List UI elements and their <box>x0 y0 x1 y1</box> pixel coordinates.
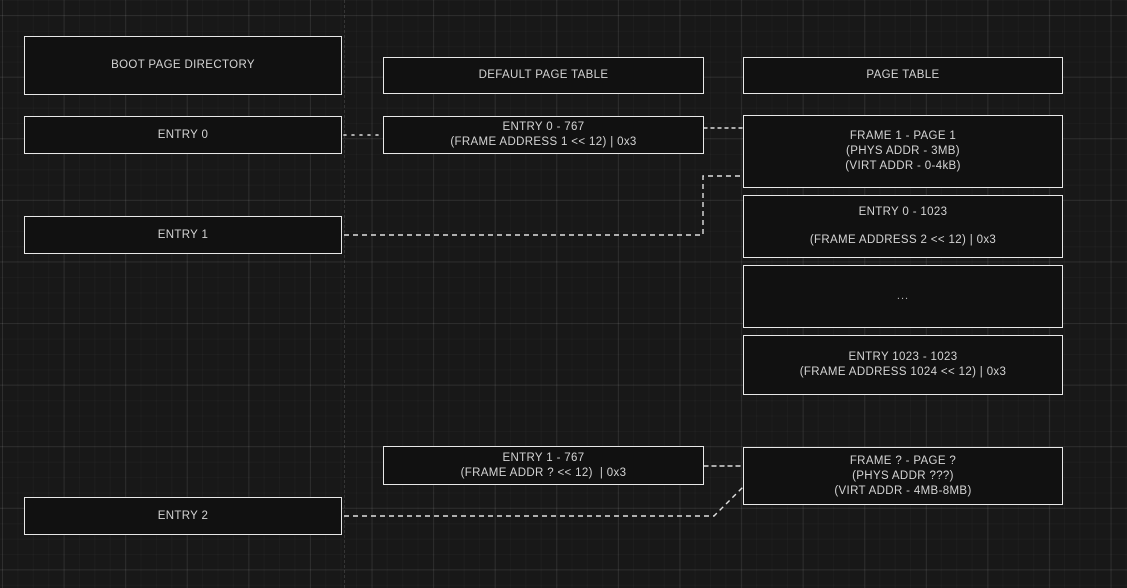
node-pt-entry-1023-1023-line2: (FRAME ADDRESS 1024 << 12) | 0x3 <box>799 366 1007 378</box>
edge-entry2-to-frameq <box>344 486 744 517</box>
node-frame-q-page-q[interactable]: FRAME ? - PAGE ? (PHYS ADDR ???) (VIRT A… <box>743 447 1063 505</box>
node-pt-entry-0-1023[interactable]: ENTRY 0 - 1023 (FRAME ADDRESS 2 << 12) |… <box>743 195 1063 258</box>
node-page-table-line1: PAGE TABLE <box>866 69 940 81</box>
node-entry-2-line1: ENTRY 2 <box>157 509 209 522</box>
node-pt-entry-1023-1023-line1: ENTRY 1023 - 1023 <box>848 351 958 363</box>
node-boot-page-directory-line1: BOOT PAGE DIRECTORY <box>111 59 255 71</box>
node-frame-q-page-q-line3: (VIRT ADDR - 4MB-8MB) <box>834 484 972 497</box>
node-default-page-table-line1: DEFAULT PAGE TABLE <box>478 69 609 81</box>
node-dpt-entry-0-767[interactable]: ENTRY 0 - 767 (FRAME ADDRESS 1 << 12) | … <box>383 116 704 154</box>
node-dpt-entry-0-767-line2: (FRAME ADDRESS 1 << 12) | 0x3 <box>450 136 637 148</box>
node-dpt-entry-1-767-line2: (FRAME ADDR ? << 12) | 0x3 <box>460 466 627 479</box>
node-default-page-table[interactable]: DEFAULT PAGE TABLE <box>383 57 704 94</box>
node-pt-entry-0-1023-line2: (FRAME ADDRESS 2 << 12) | 0x3 <box>809 234 997 246</box>
node-frame-1-page-1-line1: FRAME 1 - PAGE 1 <box>849 130 957 142</box>
node-dpt-entry-1-767-line1: ENTRY 1 - 767 <box>502 451 585 464</box>
node-frame-1-page-1-line2: (PHYS ADDR - 3MB) <box>846 145 960 157</box>
node-entry-2[interactable]: ENTRY 2 <box>24 497 342 535</box>
node-frame-q-page-q-line1: FRAME ? - PAGE ? <box>849 454 957 467</box>
node-frame-1-page-1-line3: (VIRT ADDR - 0-4kB) <box>845 160 961 172</box>
node-pt-ellipsis[interactable]: ... <box>743 265 1063 328</box>
node-frame-1-page-1[interactable]: FRAME 1 - PAGE 1 (PHYS ADDR - 3MB) (VIRT… <box>743 115 1063 188</box>
node-dpt-entry-1-767[interactable]: ENTRY 1 - 767 (FRAME ADDR ? << 12) | 0x3 <box>383 446 704 485</box>
node-page-table[interactable]: PAGE TABLE <box>743 57 1063 94</box>
node-dpt-entry-0-767-line1: ENTRY 0 - 767 <box>502 121 585 133</box>
node-entry-0[interactable]: ENTRY 0 <box>24 116 342 154</box>
node-entry-1[interactable]: ENTRY 1 <box>24 216 342 254</box>
node-frame-q-page-q-line2: (PHYS ADDR ???) <box>852 469 954 482</box>
node-pt-ellipsis-line1: ... <box>896 290 910 302</box>
node-pt-entry-0-1023-line1: ENTRY 0 - 1023 <box>858 206 948 218</box>
node-entry-0-line1: ENTRY 0 <box>157 128 209 141</box>
edge-entry1-to-frame1 <box>344 175 743 236</box>
node-pt-entry-1023-1023[interactable]: ENTRY 1023 - 1023 (FRAME ADDRESS 1024 <<… <box>743 335 1063 395</box>
node-entry-1-line1: ENTRY 1 <box>157 228 209 241</box>
vertical-guide-line <box>344 0 345 588</box>
node-boot-page-directory[interactable]: BOOT PAGE DIRECTORY <box>24 36 342 95</box>
